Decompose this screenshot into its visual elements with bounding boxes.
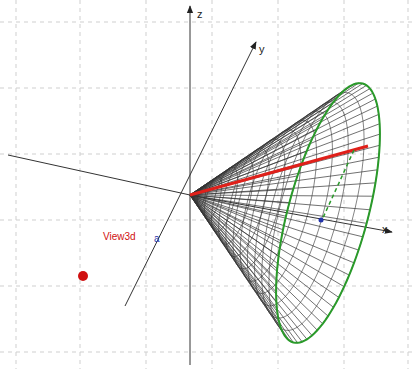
mesh-ring [197, 186, 206, 208]
center-point [319, 218, 324, 223]
mesh-ring [212, 167, 238, 232]
axis-line [190, 6, 191, 365]
mesh-ring [276, 83, 380, 343]
axis-label: z [197, 9, 203, 20]
axis-label: y [259, 44, 265, 55]
mesh-ring [204, 176, 221, 219]
mesh-ring [247, 120, 316, 293]
axis-line [8, 155, 190, 195]
axis-line [190, 195, 392, 232]
axes [8, 6, 392, 365]
mesh-ring [255, 111, 333, 306]
red-line [190, 146, 368, 195]
view-label: View3d [103, 232, 136, 242]
point-label: a [154, 234, 160, 244]
mesh-ring [233, 139, 285, 269]
cone-mesh [190, 83, 380, 343]
axis-label: x [382, 224, 388, 235]
grid-line [0, 286, 413, 287]
grid-line [16, 0, 17, 369]
grid-line [0, 22, 413, 23]
mesh-ring [219, 158, 254, 245]
grid-line [0, 154, 413, 155]
grid-line [80, 0, 81, 369]
mesh-ring [262, 102, 349, 318]
mesh-line [190, 145, 380, 195]
grid-line [408, 0, 409, 369]
grid-line [146, 0, 147, 369]
rim-ellipse [276, 83, 380, 343]
dashed-radius [322, 150, 354, 220]
grid-line [0, 352, 413, 353]
view-point [78, 271, 88, 281]
